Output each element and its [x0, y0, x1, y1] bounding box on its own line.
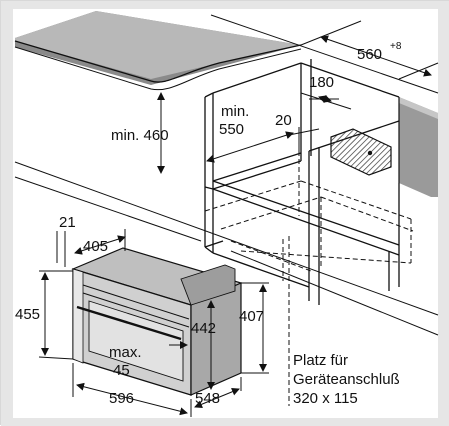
left-margin: [1, 1, 13, 426]
countertop-right: [398, 97, 438, 197]
dimension-550: [206, 131, 294, 163]
dim-21: 21: [59, 214, 76, 231]
dim-550: 550: [219, 121, 244, 138]
dim-20: 20: [275, 112, 292, 129]
dimension-560: [300, 20, 439, 80]
dim-596: 596: [109, 390, 134, 407]
dim-548: 548: [195, 390, 220, 407]
dim-455: 455: [15, 306, 40, 323]
note-line-3: 320 x 115: [293, 390, 358, 407]
dim-min-label: min.: [221, 103, 249, 120]
connection-box-hatched: [330, 128, 392, 176]
dashed-oven-outline: [204, 151, 414, 406]
dim-560: 560: [357, 46, 382, 63]
dim-405: 405: [83, 238, 108, 255]
bottom-margin: [1, 418, 449, 426]
right-margin: [438, 1, 449, 426]
perspective-lines: [14, 14, 439, 336]
note-line-1: Platz für: [293, 352, 348, 369]
oven-dimension-lines: [38, 229, 269, 417]
dim-min-460: min. 460: [111, 127, 169, 144]
dim-560-tolerance: +8: [390, 41, 402, 52]
dim-407: 407: [239, 308, 264, 325]
oven-appliance: [71, 247, 243, 396]
top-margin: [1, 1, 449, 9]
countertop-left: [14, 11, 302, 91]
dim-180: 180: [309, 74, 334, 91]
dim-max-label: max.: [109, 344, 142, 361]
dimension-180: [300, 92, 352, 110]
dim-442: 442: [191, 320, 216, 337]
dimension-20: [288, 123, 320, 151]
note-line-2: Geräteanschluß: [293, 371, 400, 388]
dim-45: 45: [113, 362, 130, 379]
